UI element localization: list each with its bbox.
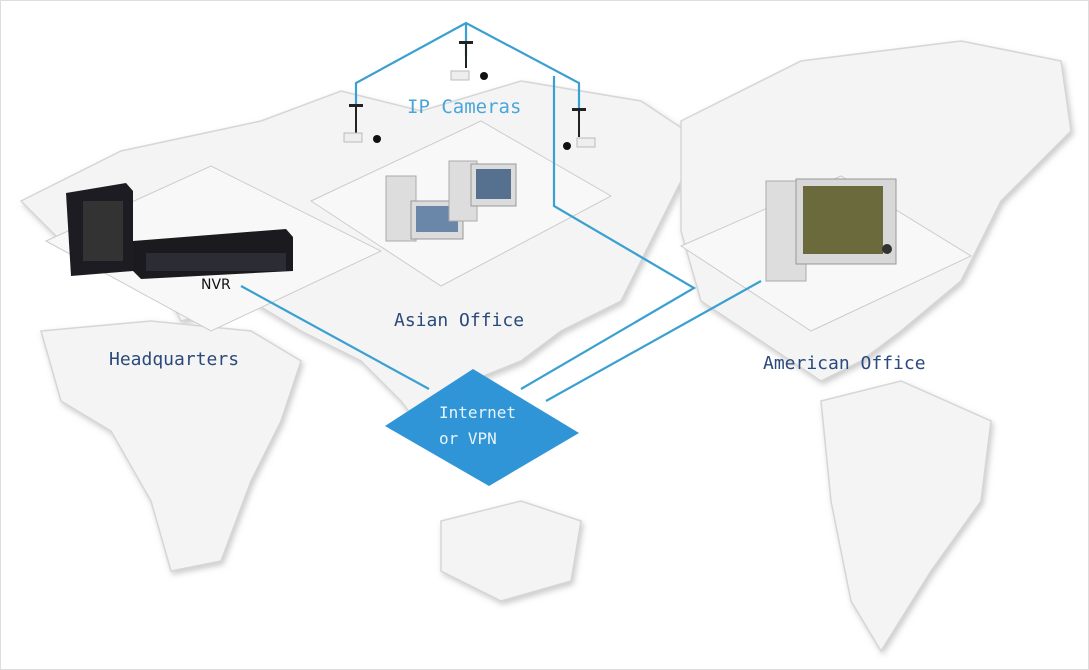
american-office-link xyxy=(545,280,762,402)
headquarters-link xyxy=(240,285,430,390)
network-links xyxy=(240,21,762,402)
internet-label: Internet xyxy=(439,403,517,422)
headquarters-label: Headquarters xyxy=(109,349,240,370)
ip-cameras-label: IP Cameras xyxy=(407,96,522,118)
ip-camera-icon xyxy=(343,104,381,143)
asian-office-link xyxy=(520,76,697,390)
nvr-device-icon xyxy=(66,183,293,279)
internet-vpn-diamond xyxy=(385,369,579,486)
vpn-label: or VPN xyxy=(439,429,497,448)
asian-office-label: Asian Office xyxy=(394,310,525,331)
continent-south-america xyxy=(820,380,992,653)
world-map xyxy=(19,40,1072,653)
nvr-label: NVR xyxy=(201,277,231,293)
ip-camera-icon xyxy=(563,108,596,150)
asian-office-computer-icons xyxy=(385,160,517,242)
ip-camera-icons xyxy=(343,41,596,150)
continent-africa xyxy=(40,320,302,572)
ip-camera-icon xyxy=(450,41,488,81)
american-office-label: American Office xyxy=(763,353,926,374)
continent-australia xyxy=(440,500,582,602)
american-office-computer-icons xyxy=(765,178,897,282)
